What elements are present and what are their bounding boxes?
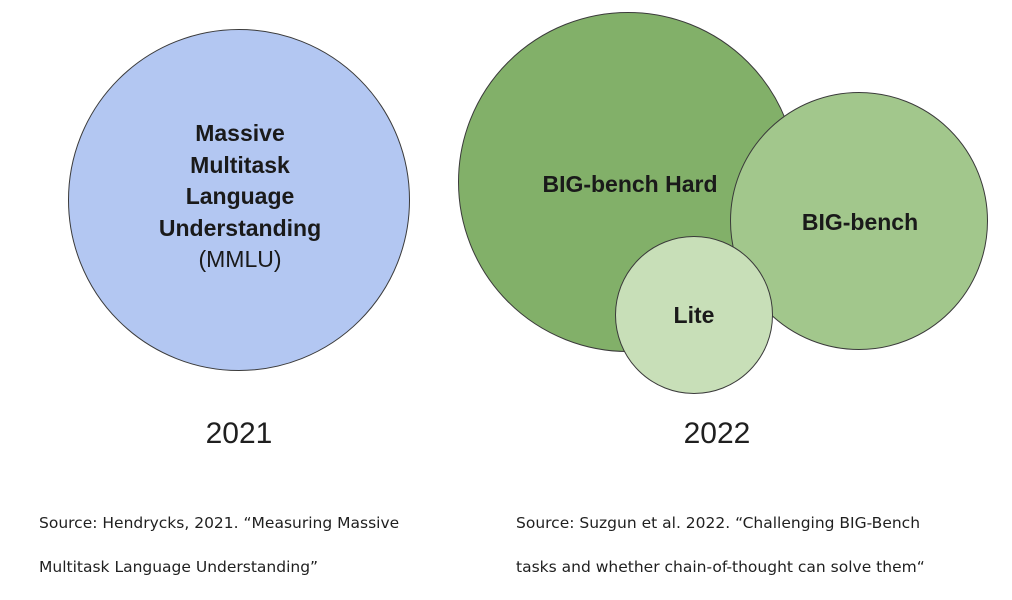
- mmlu-title-line-3: Language: [185, 183, 295, 209]
- lite-circle: [615, 236, 773, 394]
- mmlu-title-line-4: Understanding: [158, 214, 322, 241]
- mmlu-title-line-1: Massive: [195, 120, 285, 146]
- source-citation-2022: Source: Suzgun et al. 2022. “Challenging…: [516, 490, 986, 600]
- mmlu-circle: [68, 29, 410, 371]
- source-2022-line-1: Source: Suzgun et al. 2022. “Challenging…: [516, 514, 921, 532]
- lite-label: Lite: [673, 302, 715, 328]
- year-2022-label: 2022: [683, 417, 751, 450]
- big-bench-label: BIG-bench: [801, 209, 919, 235]
- source-2021-line-2: Multitask Language Understanding”: [39, 558, 319, 576]
- mmlu-abbreviation: (MMLU): [198, 246, 282, 272]
- big-bench-circle: [730, 92, 988, 350]
- source-2021-line-1: Source: Hendrycks, 2021. “Measuring Mass…: [39, 514, 400, 532]
- source-citation-2021: Source: Hendrycks, 2021. “Measuring Mass…: [39, 490, 469, 600]
- year-2021-label: 2021: [205, 417, 273, 450]
- mmlu-label: Massive Multitask Language Understanding…: [110, 118, 370, 276]
- source-2022-line-2: tasks and whether chain-of-thought can s…: [516, 558, 925, 576]
- mmlu-title-line-2: Multitask: [190, 151, 290, 178]
- big-bench-hard-label: BIG-bench Hard: [542, 171, 718, 197]
